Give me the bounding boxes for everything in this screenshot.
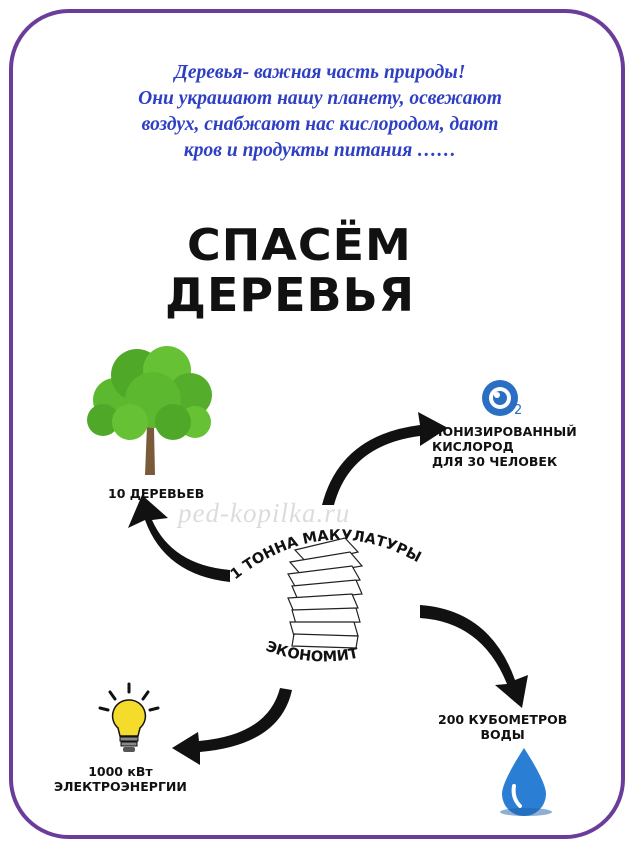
- watermark: ped-kopilka.ru: [178, 498, 351, 528]
- intro-line: воздух, снабжают нас кислородом, дают: [141, 114, 499, 135]
- intro-line: Они украшают нашу планету, освежают: [138, 88, 502, 109]
- rounded-frame: [9, 9, 625, 839]
- water-drop-icon: [500, 748, 552, 816]
- oxygen-label-line: ДЛЯ 30 ЧЕЛОВЕК: [432, 454, 558, 469]
- poster-title-line1: СПАСЁМ: [187, 219, 412, 271]
- water-label-line: ВОДЫ: [480, 727, 525, 742]
- intro-line: кров и продукты питания ……: [183, 140, 457, 161]
- tree-icon: [87, 346, 212, 475]
- paper-stack-icon: [287, 537, 364, 649]
- intro-text: Деревья- важная часть природы! Они украш…: [60, 60, 580, 164]
- arrow-to-trees: [128, 495, 230, 582]
- arrow-to-oxygen: [322, 412, 448, 505]
- oxygen-label-line: КИСЛОРОД: [432, 439, 514, 454]
- oxygen-subscript: 2: [514, 403, 523, 418]
- energy-label: 1000 кВт ЭЛЕКТРОЭНЕРГИИ: [54, 764, 187, 794]
- center-graphic: 1 ТОННА МАКУЛАТУРЫ ЭКОНОМИТ: [228, 528, 424, 666]
- water-label: 200 КУБОМЕТРОВ ВОДЫ: [438, 712, 567, 742]
- oxygen-label: ИОНИЗИРОВАННЫЙ КИСЛОРОД ДЛЯ 30 ЧЕЛОВЕК: [432, 424, 577, 469]
- oxygen-label-line: ИОНИЗИРОВАННЫЙ: [432, 424, 577, 439]
- oxygen-icon: [482, 380, 518, 416]
- arrow-to-bulb: [172, 688, 292, 765]
- energy-label-line: ЭЛЕКТРОЭНЕРГИИ: [54, 779, 187, 794]
- poster-title-line2: ДЕРЕВЬЯ: [165, 268, 416, 322]
- water-label-line: 200 КУБОМЕТРОВ: [438, 712, 568, 727]
- energy-label-line: 1000 кВт: [88, 764, 153, 779]
- arrow-to-water: [420, 605, 528, 708]
- trees-label: 10 ДЕРЕВЬЕВ: [108, 486, 205, 501]
- intro-line: Деревья- важная часть природы!: [174, 62, 466, 83]
- light-bulb-icon: [98, 682, 160, 752]
